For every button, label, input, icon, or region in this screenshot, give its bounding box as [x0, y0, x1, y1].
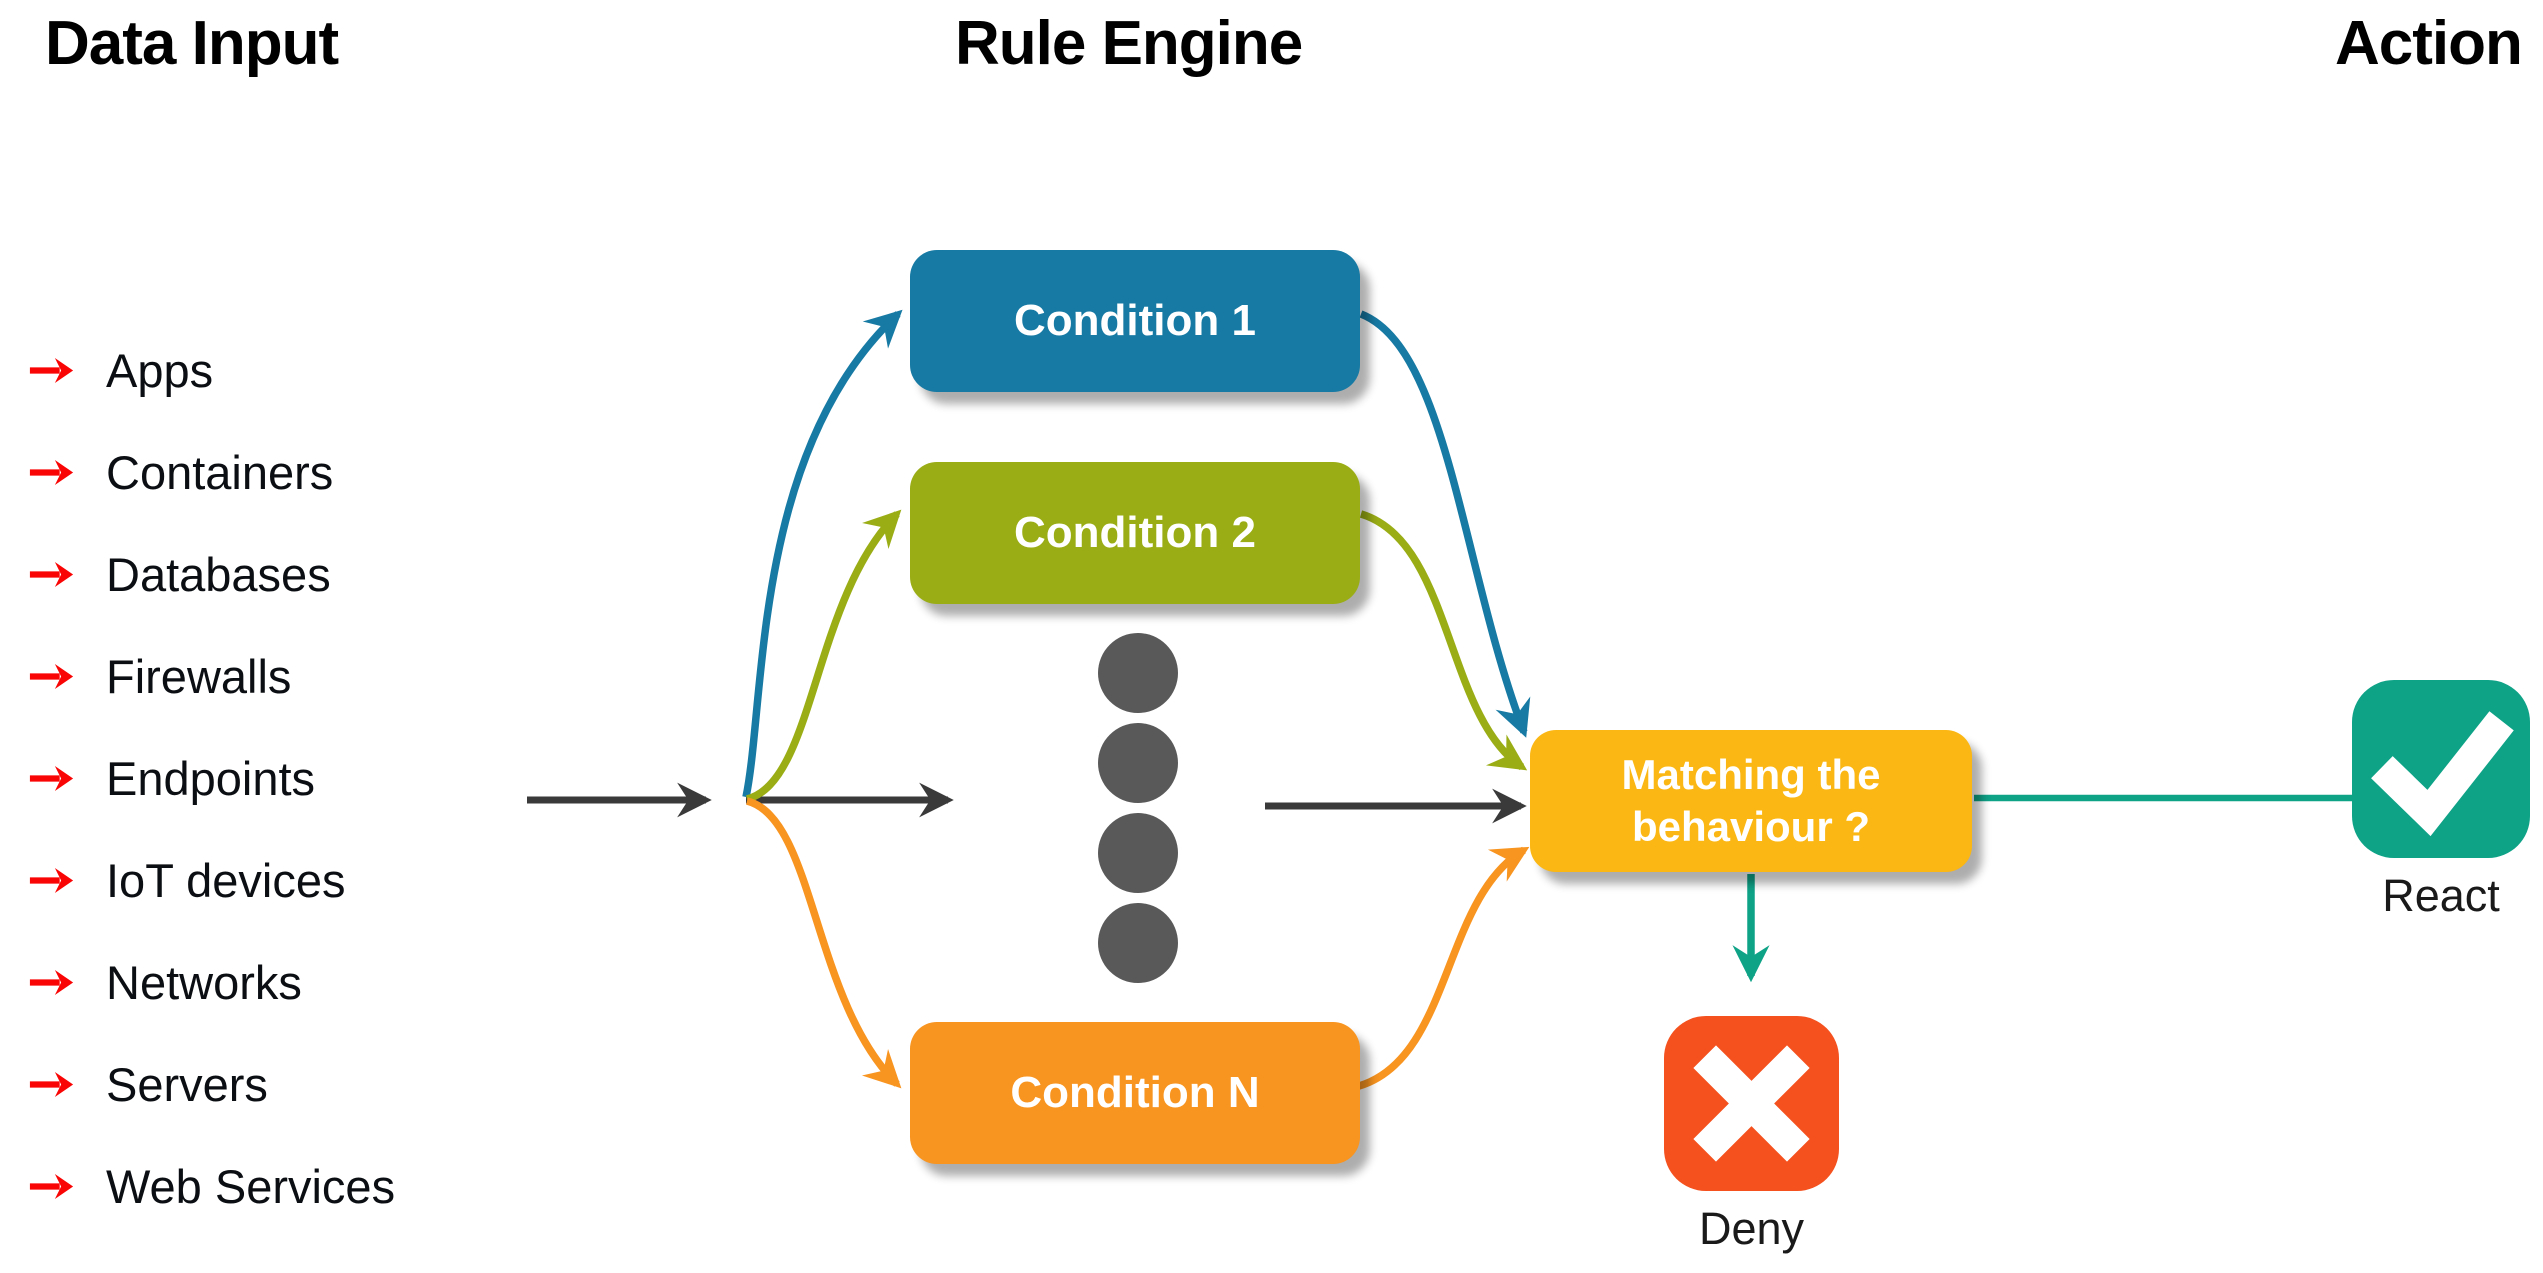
- condition-n-box: Condition N: [910, 1022, 1360, 1164]
- red-arrow-icon: [29, 1071, 74, 1097]
- red-arrow-icon: [29, 969, 74, 995]
- ellipsis-dot: [1098, 723, 1178, 803]
- list-item-label: Databases: [106, 547, 331, 601]
- list-item-label: Firewalls: [106, 649, 292, 703]
- red-arrow-icon: [29, 1173, 74, 1199]
- list-item: Web Services: [28, 1135, 395, 1237]
- red-arrow-icon: [29, 867, 74, 893]
- list-item-label: Web Services: [106, 1159, 396, 1213]
- data-input-heading: Data Input: [45, 9, 339, 78]
- data-input-list: Apps Containers Databases Firewalls Endp…: [28, 319, 395, 1237]
- list-item: IoT devices: [28, 829, 395, 931]
- condition-n-to-decision-arrow: [1357, 846, 1530, 1090]
- cross-icon: [1664, 1016, 1839, 1191]
- ellipsis-dot: [1098, 633, 1178, 713]
- list-item: Endpoints: [28, 727, 395, 829]
- red-arrow-icon: [29, 459, 74, 485]
- check-icon: [2352, 680, 2530, 858]
- condition-1-label: Condition 1: [1014, 296, 1256, 345]
- list-item: Apps: [28, 319, 395, 421]
- react-label: React: [2382, 870, 2500, 921]
- condition-2-label: Condition 2: [1014, 508, 1256, 557]
- deny-label: Deny: [1698, 1203, 1805, 1254]
- list-item-label: Servers: [106, 1057, 268, 1111]
- decision-label-line1: Matching the: [1621, 751, 1881, 799]
- list-item: Containers: [28, 421, 395, 523]
- red-arrow-icon: [29, 561, 74, 587]
- list-item: Databases: [28, 523, 395, 625]
- ellipsis-dot: [1098, 903, 1178, 983]
- fan-to-condition-n-arrow: [745, 797, 902, 1089]
- list-item-label: Endpoints: [106, 751, 316, 805]
- red-arrow-icon: [29, 663, 74, 689]
- action-heading: Action: [2335, 9, 2523, 78]
- list-item-label: Networks: [106, 955, 302, 1009]
- rule-engine-heading: Rule Engine: [955, 9, 1303, 78]
- deny-action: Deny: [1664, 1016, 1839, 1255]
- decision-box: Matching the behaviour ?: [1530, 730, 1972, 872]
- fan-to-condition-1-arrow: [742, 309, 903, 798]
- list-item: Firewalls: [28, 625, 395, 727]
- red-arrow-icon: [29, 765, 74, 791]
- condition-n-label: Condition N: [1010, 1068, 1260, 1117]
- list-item-label: IoT devices: [106, 853, 346, 907]
- list-item-label: Containers: [106, 445, 334, 499]
- condition-1-box: Condition 1: [910, 250, 1360, 392]
- ellipsis-dot: [1098, 813, 1178, 893]
- red-arrow-icon: [29, 357, 74, 383]
- list-item: Servers: [28, 1033, 395, 1135]
- fan-to-condition-2-arrow: [745, 509, 902, 803]
- condition-1-to-decision-arrow: [1359, 310, 1531, 738]
- condition-2-to-decision-arrow: [1359, 510, 1528, 771]
- condition-2-box: Condition 2: [910, 462, 1360, 604]
- decision-label-line2: behaviour ?: [1631, 803, 1871, 850]
- list-item: Networks: [28, 931, 395, 1033]
- react-action: React: [2352, 680, 2530, 922]
- list-item-label: Apps: [106, 343, 214, 397]
- ellipsis-dots: [1098, 633, 1178, 983]
